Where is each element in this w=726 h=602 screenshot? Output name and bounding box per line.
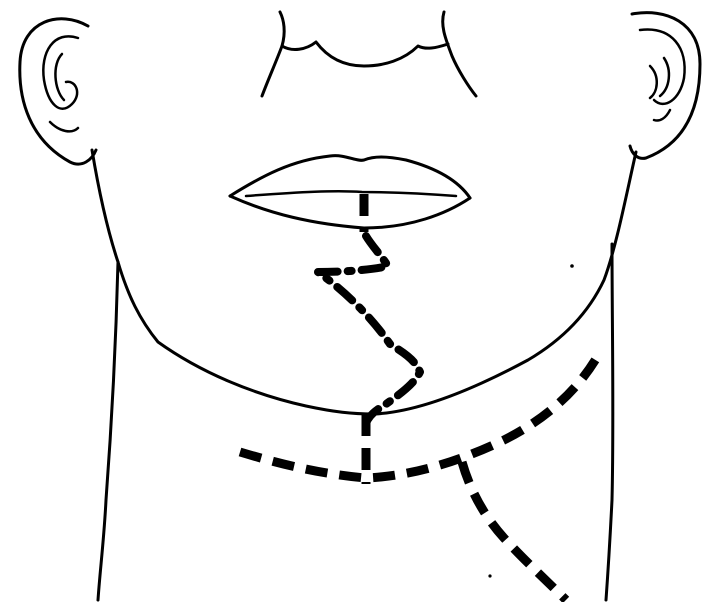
left-ear [20, 19, 96, 164]
face-contour [92, 150, 636, 414]
right-ear [630, 13, 700, 159]
lips [230, 156, 470, 228]
nose-base [262, 12, 476, 96]
neck-extension-incision [462, 462, 566, 600]
